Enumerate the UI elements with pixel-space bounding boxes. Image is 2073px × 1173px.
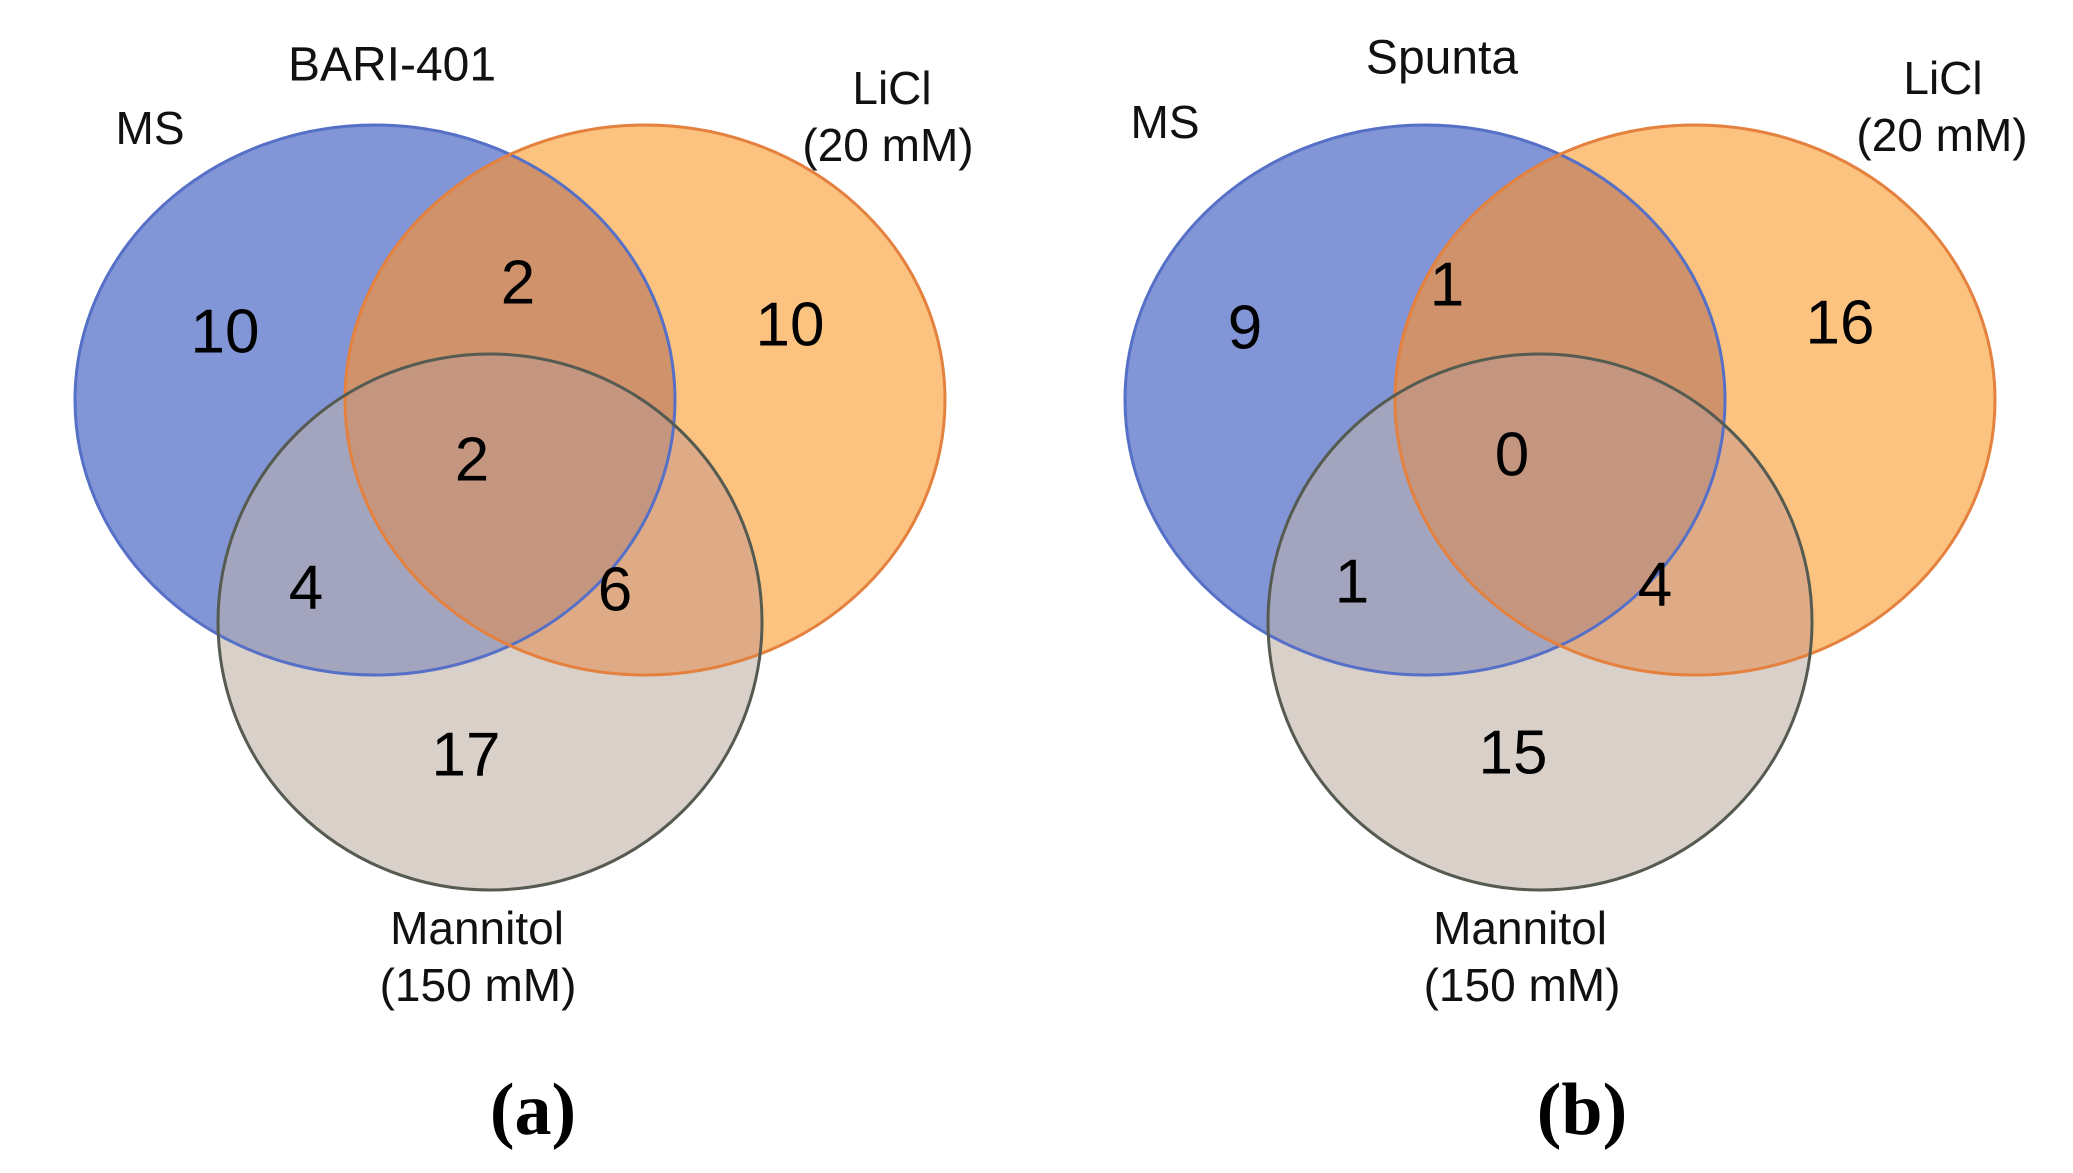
panel-a-count-licl-mannitol: 6 [598, 556, 632, 625]
panel-b-count-triple: 0 [1495, 421, 1529, 490]
venn-b-mannitol-outline [1266, 352, 1814, 892]
panel-b-licl-conc-label: (20 mM) [1856, 109, 2027, 161]
panel-b-count-ms-mannitol: 1 [1335, 548, 1369, 617]
panel-b-count-ms-only: 9 [1228, 294, 1262, 363]
panel-a-caption: (a) [490, 1069, 576, 1151]
panel-b-mannitol-label: Mannitol [1433, 902, 1607, 954]
panel-a-mannitol-conc-label: (150 mM) [380, 959, 577, 1011]
panel-b-caption: (b) [1537, 1069, 1627, 1151]
panel-b-title: Spunta [1366, 32, 1518, 85]
panel-b-licl-label: LiCl [1903, 52, 1982, 104]
panel-a-title: BARI-401 [288, 39, 496, 92]
venn-b-ms-outline [1123, 123, 1727, 677]
venn-b-shapes [1123, 123, 1997, 892]
panel-a-count-triple: 2 [455, 426, 489, 495]
venn-a-ms-outline [73, 123, 677, 677]
panel-a-count-ms-licl: 2 [501, 249, 535, 318]
panel-b-count-licl-only: 16 [1806, 289, 1875, 358]
venn-a-text: BARI-401 MS LiCl (20 mM) Mannitol (150 m… [116, 39, 974, 1152]
panel-a-count-licl-only: 10 [756, 291, 825, 360]
panel-a-ms-label: MS [116, 102, 185, 154]
panel-a-count-mannitol-only: 17 [432, 721, 501, 790]
venn-b-licl-outline [1393, 123, 1997, 677]
panel-a-licl-label: LiCl [852, 62, 931, 114]
panel-a-licl-conc-label: (20 mM) [802, 119, 973, 171]
panel-b-mannitol-conc-label: (150 mM) [1424, 959, 1621, 1011]
venn-a-mannitol-outline [216, 352, 764, 892]
venn-b-text: Spunta MS LiCl (20 mM) Mannitol (150 mM)… [1131, 32, 2028, 1152]
venn-a-shapes [73, 123, 947, 892]
panel-a-count-ms-mannitol: 4 [289, 554, 323, 623]
panel-b-count-licl-mannitol: 4 [1638, 551, 1672, 620]
panel-b-count-mannitol-only: 15 [1479, 719, 1548, 788]
panel-a-count-ms-only: 10 [191, 298, 260, 367]
venn-a-licl-outline [343, 123, 947, 677]
panel-a-mannitol-label: Mannitol [390, 902, 564, 954]
panel-b-ms-label: MS [1131, 96, 1200, 148]
panel-b-count-ms-licl: 1 [1430, 251, 1464, 320]
